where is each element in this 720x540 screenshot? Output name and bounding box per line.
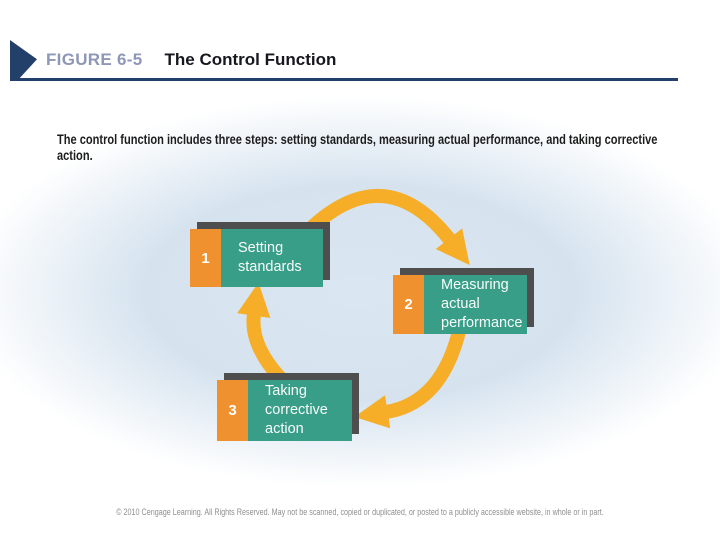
step-label: Taking corrective action	[248, 380, 352, 441]
step-box-3-face: 3 Taking corrective action	[217, 380, 352, 441]
step-label: Measuring actual performance	[424, 275, 527, 334]
copyright-notice: © 2010 Cengage Learning. All Rights Rese…	[116, 507, 604, 517]
step-number: 1	[190, 229, 221, 287]
step-number: 3	[217, 380, 248, 441]
header: FIGURE 6-5 The Control Function	[46, 50, 336, 70]
step-number: 2	[393, 275, 424, 334]
step-box-2-face: 2 Measuring actual performance	[393, 275, 527, 334]
cycle-arrow-3-to-1-icon	[237, 282, 295, 394]
figure-caption: The control function includes three step…	[57, 131, 658, 163]
figure-label: FIGURE 6-5	[46, 50, 143, 69]
step-box-3: 3 Taking corrective action	[217, 380, 352, 441]
page-title: The Control Function	[164, 50, 337, 69]
header-divider	[10, 78, 678, 81]
step-box-1: 1 Setting standards	[190, 229, 323, 287]
cycle-arrow-1-to-2-icon	[286, 188, 470, 266]
step-box-1-face: 1 Setting standards	[190, 229, 323, 287]
step-box-2: 2 Measuring actual performance	[393, 275, 527, 334]
step-label: Setting standards	[221, 229, 323, 287]
